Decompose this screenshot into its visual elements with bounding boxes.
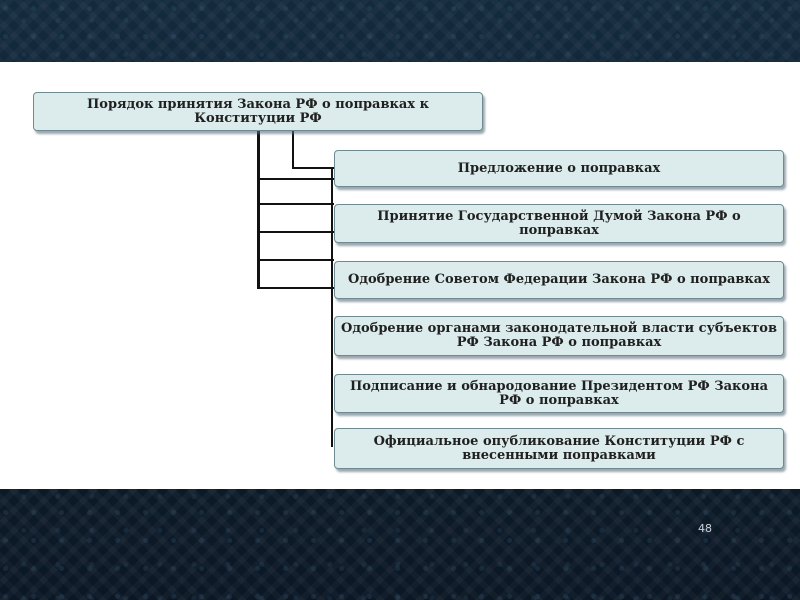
connector-root-branch	[292, 131, 294, 169]
connector-h-5	[257, 259, 334, 261]
connector-steps-vertical	[331, 167, 333, 447]
connector-h-1	[292, 167, 334, 169]
diagram-step-node: Подписание и обнародование Президентом Р…	[334, 374, 784, 413]
diagram-step-label: Одобрение органами законодательной власт…	[341, 321, 777, 350]
diagram-step-node: Одобрение органами законодательной власт…	[334, 316, 784, 356]
diagram-step-node: Предложение о поправках	[334, 150, 784, 187]
diagram-root-node: Порядок принятия Закона РФ о поправках к…	[33, 92, 483, 131]
diagram-step-label: Принятие Государственной Думой Закона РФ…	[377, 208, 741, 238]
diagram-step-label: Предложение о поправках	[457, 160, 661, 176]
diagram-step-label: Одобрение Советом Федерации Закона РФ о …	[348, 272, 770, 287]
connector-h-6	[257, 287, 334, 289]
diagram-step-node: Принятие Государственной Думой Закона РФ…	[334, 204, 784, 243]
slide-page-number: 48	[698, 522, 712, 535]
connector-h-4	[257, 231, 334, 233]
diagram-root-label: Порядок принятия Закона РФ о поправках к…	[87, 96, 429, 126]
connector-trunk	[257, 131, 260, 289]
connector-h-2	[257, 178, 334, 180]
diagram-step-node: Одобрение Советом Федерации Закона РФ о …	[334, 261, 784, 299]
diagram-step-node: Официальное опубликование Конституции РФ…	[334, 428, 784, 469]
diagram-step-label: Подписание и обнародование Президентом Р…	[349, 378, 769, 408]
diagram-step-label: Официальное опубликование Конституции РФ…	[373, 433, 745, 463]
connector-h-3	[257, 203, 334, 205]
